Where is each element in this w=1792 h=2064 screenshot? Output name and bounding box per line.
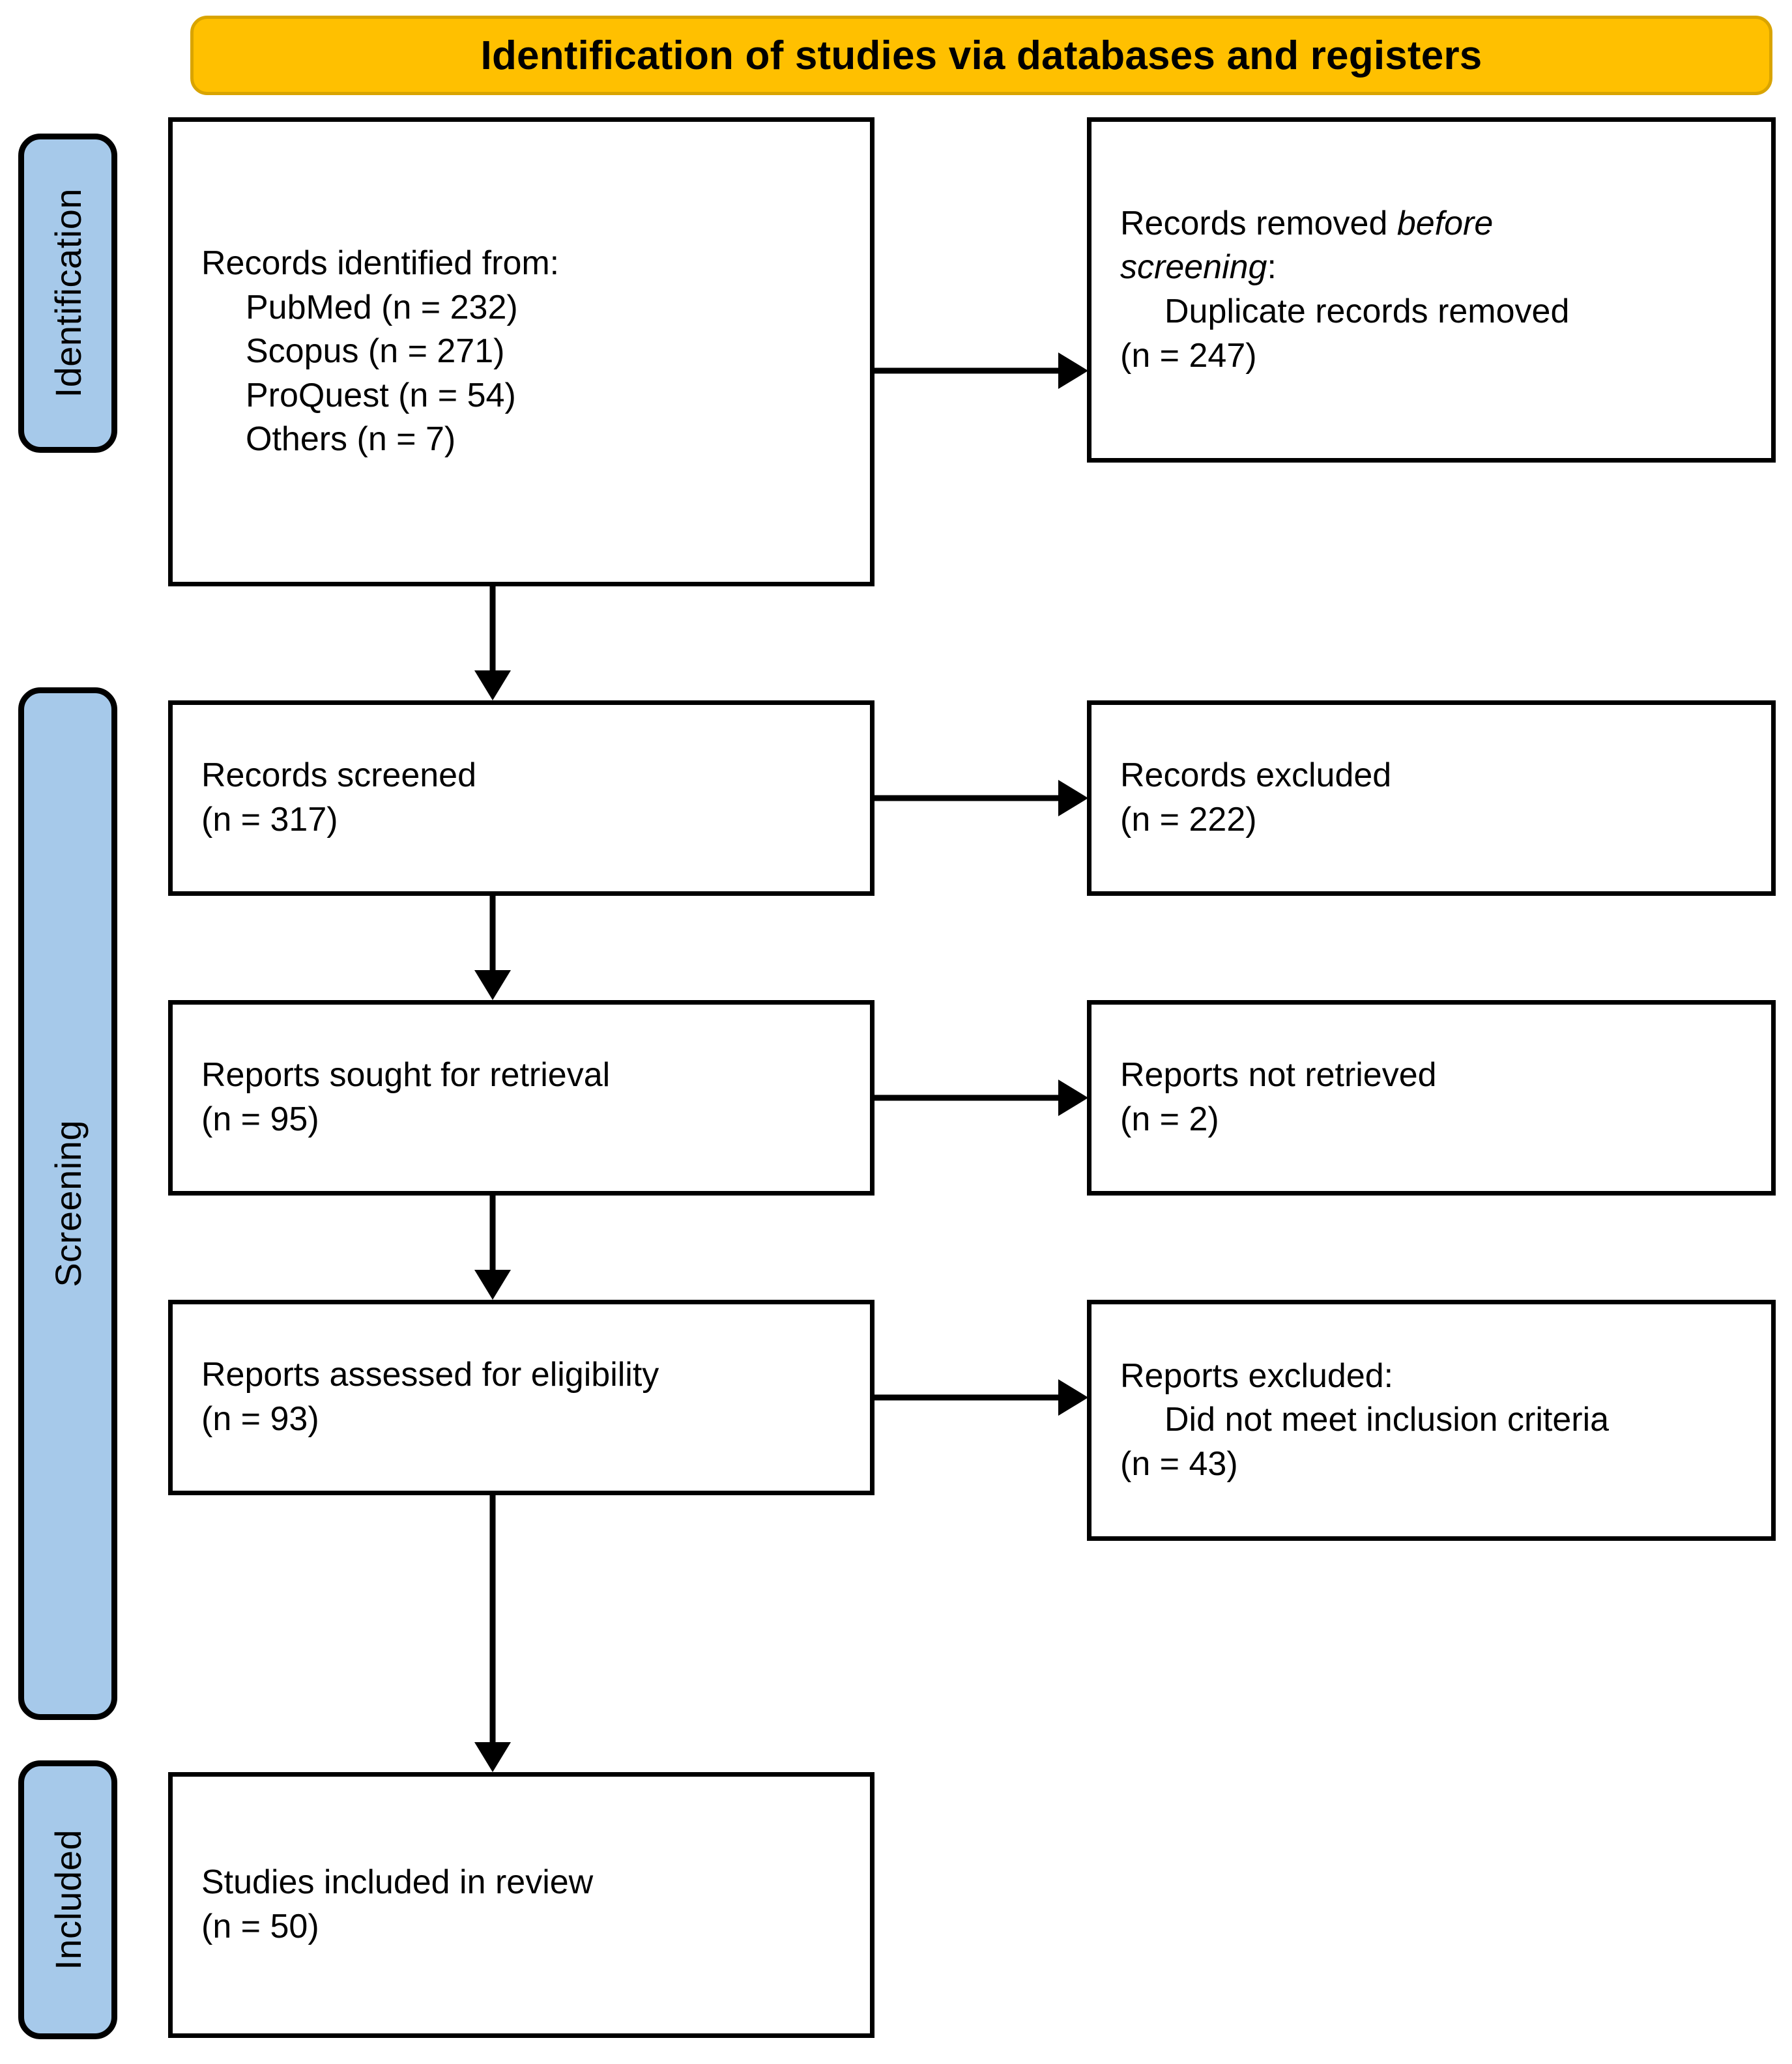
box-records-screened: Records screened (n = 317) xyxy=(168,700,874,896)
records-removed-line2: screening: xyxy=(1120,246,1742,290)
arrow-screened-to-excluded xyxy=(874,779,1088,817)
studies-included-label: Studies included in review xyxy=(201,1863,594,1902)
box-reports-sought: Reports sought for retrieval (n = 95) xyxy=(168,1000,874,1196)
arrow-shaft xyxy=(874,1095,1060,1101)
records-removed-count: (n = 247) xyxy=(1120,336,1257,375)
arrow-head xyxy=(474,670,511,700)
records-excluded-label: Records excluded xyxy=(1120,756,1392,795)
arrow-identified-to-screened xyxy=(474,586,512,700)
arrow-head xyxy=(474,1270,511,1300)
reports-not-retrieved-count: (n = 2) xyxy=(1120,1100,1219,1138)
reports-sought-count: (n = 95) xyxy=(201,1100,319,1138)
arrow-head xyxy=(474,1742,511,1772)
arrow-sought-to-not-retrieved xyxy=(874,1079,1088,1117)
studies-included-count: (n = 50) xyxy=(201,1908,319,1945)
box-records-removed: Records removed before screening: Duplic… xyxy=(1087,117,1776,463)
records-excluded-count: (n = 222) xyxy=(1120,801,1257,838)
arrow-head xyxy=(1058,1379,1088,1416)
stage-label-screening: Screening xyxy=(18,687,117,1720)
arrow-identified-to-removed xyxy=(874,352,1088,390)
box-studies-included: Studies included in review (n = 50) xyxy=(168,1772,874,2038)
stage-included-text: Included xyxy=(47,1829,89,1970)
arrow-assessed-to-included xyxy=(474,1495,512,1772)
records-removed-detail: Duplicate records removed xyxy=(1164,293,1570,330)
arrow-shaft xyxy=(489,1495,496,1742)
arrow-head xyxy=(1058,352,1088,389)
records-screened-label: Records screened xyxy=(201,756,476,795)
records-screened-count: (n = 317) xyxy=(201,801,338,838)
records-removed-colon: : xyxy=(1267,248,1277,287)
reports-sought-label: Reports sought for retrieval xyxy=(201,1056,611,1095)
arrow-assessed-to-excluded xyxy=(874,1379,1088,1416)
arrow-screened-to-sought xyxy=(474,896,512,1000)
records-identified-source-pubmed: PubMed (n = 232) xyxy=(246,288,518,326)
box-records-excluded: Records excluded (n = 222) xyxy=(1087,700,1776,896)
records-identified-source-scopus: Scopus (n = 271) xyxy=(246,332,505,371)
records-removed-italic-screening: screening xyxy=(1120,248,1267,287)
stage-label-included: Included xyxy=(18,1760,117,2039)
records-removed-prefix: Records removed xyxy=(1120,204,1397,242)
arrow-shaft xyxy=(489,586,496,670)
arrow-head xyxy=(474,970,511,1000)
box-reports-excluded: Reports excluded: Did not meet inclusion… xyxy=(1087,1300,1776,1541)
stage-screening-text: Screening xyxy=(47,1120,89,1287)
reports-assessed-label: Reports assessed for eligibility xyxy=(201,1356,659,1394)
arrow-shaft xyxy=(874,367,1060,374)
banner-title: Identification of studies via databases … xyxy=(480,33,1482,78)
stage-label-identification: Identification xyxy=(18,134,117,453)
records-removed-italic-before: before xyxy=(1396,204,1494,242)
box-reports-assessed: Reports assessed for eligibility (n = 93… xyxy=(168,1300,874,1495)
reports-excluded-heading: Reports excluded: xyxy=(1120,1356,1394,1395)
reports-excluded-reason: Did not meet inclusion criteria xyxy=(1164,1401,1610,1439)
box-reports-not-retrieved: Reports not retrieved (n = 2) xyxy=(1087,1000,1776,1196)
records-identified-source-proquest: ProQuest (n = 54) xyxy=(246,376,516,414)
arrow-shaft xyxy=(489,1196,496,1270)
box-records-identified: Records identified from: PubMed (n = 232… xyxy=(168,117,874,586)
records-removed-line1: Records removed before xyxy=(1120,202,1742,246)
reports-excluded-count: (n = 43) xyxy=(1120,1444,1238,1483)
arrow-sought-to-assessed xyxy=(474,1196,512,1300)
arrow-shaft xyxy=(489,896,496,970)
arrow-head xyxy=(1058,1080,1088,1116)
diagram-header-banner: Identification of studies via databases … xyxy=(190,16,1772,95)
records-identified-heading: Records identified from: xyxy=(201,244,560,283)
arrow-shaft xyxy=(874,795,1060,801)
records-identified-source-others: Others (n = 7) xyxy=(246,420,456,459)
arrow-shaft xyxy=(874,1394,1060,1401)
stage-identification-text: Identification xyxy=(47,188,89,398)
reports-not-retrieved-label: Reports not retrieved xyxy=(1120,1056,1437,1095)
reports-assessed-count: (n = 93) xyxy=(201,1400,319,1438)
arrow-head xyxy=(1058,780,1088,816)
